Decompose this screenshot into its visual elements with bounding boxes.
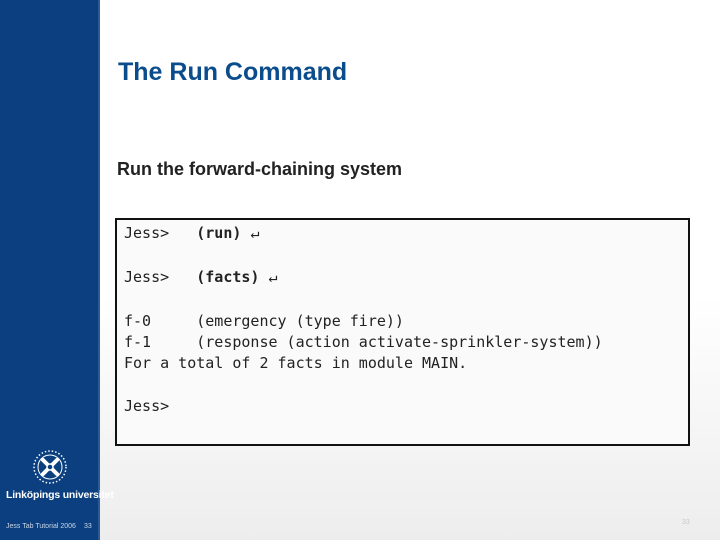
university-name: Linköpings universitet [6, 489, 114, 501]
slide-number: 33 [682, 519, 690, 526]
console-box: Jess> (run) ↵ Jess> (facts) ↵ f-0 (emerg… [115, 218, 690, 446]
console-line-run: Jess> (run) ↵ [124, 224, 259, 242]
run-command: (run) [196, 224, 242, 242]
sidebar [0, 0, 100, 540]
console-line-fact-1: f-1 (response (action activate-sprinkler… [124, 333, 603, 351]
enter-icon: ↵ [268, 268, 278, 286]
console-line-final-prompt: Jess> [124, 397, 170, 415]
footer-page-number: 33 [84, 523, 92, 530]
console-line-summary: For a total of 2 facts in module MAIN. [124, 354, 468, 372]
enter-icon: ↵ [250, 224, 260, 242]
fact-text: (emergency (type fire)) [196, 312, 404, 330]
linkoping-logo-icon [33, 450, 67, 484]
fact-id: f-1 [124, 333, 152, 351]
prompt: Jess> [124, 224, 170, 242]
footer-caption: Jess Tab Tutorial 2006 [6, 523, 76, 530]
slide-title: The Run Command [118, 58, 348, 86]
sidebar-divider [98, 0, 100, 540]
slide-subtitle: Run the forward-chaining system [117, 159, 403, 179]
console-line-fact-0: f-0 (emergency (type fire)) [124, 312, 404, 330]
fact-id: f-0 [124, 312, 152, 330]
university-logo [8, 445, 92, 494]
prompt: Jess> [124, 268, 170, 286]
fact-text: (response (action activate-sprinkler-sys… [196, 333, 603, 351]
console-line-facts: Jess> (facts) ↵ [124, 268, 278, 286]
facts-command: (facts) [196, 268, 260, 286]
